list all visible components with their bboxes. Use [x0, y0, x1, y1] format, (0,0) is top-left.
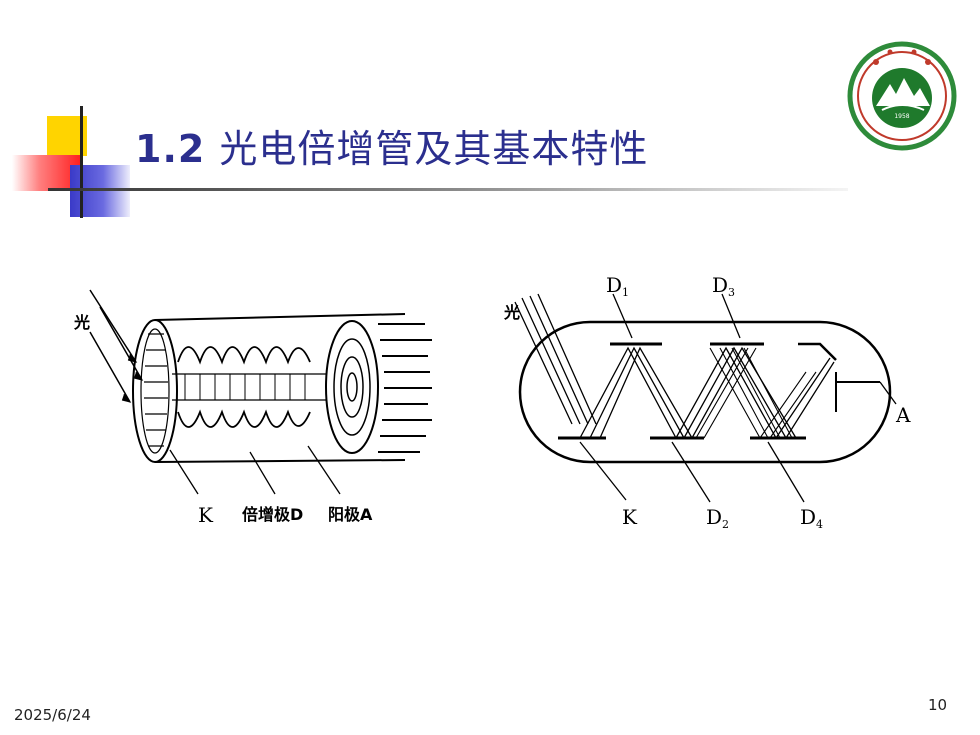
- left-label-anode: 阳极A: [328, 505, 373, 524]
- right-label-d1: D: [606, 273, 622, 297]
- left-label-k: K: [198, 503, 214, 527]
- left-pmt-diagram: [89, 289, 432, 495]
- decor-red-bar: [12, 155, 80, 191]
- right-light-label: 光: [503, 303, 520, 322]
- decor-vertical-line: [80, 106, 83, 218]
- right-label-d4: D: [800, 505, 816, 529]
- right-label-d2: D: [706, 505, 722, 529]
- left-label-dynode: 倍增极D: [242, 505, 303, 524]
- title-number: 1.2: [135, 127, 206, 171]
- right-label-a: A: [895, 403, 911, 427]
- page-number: 10: [928, 696, 948, 714]
- right-label-d3-sub: 3: [728, 286, 735, 299]
- right-label-d4-sub: 4: [816, 518, 823, 531]
- logo-year: 1958: [894, 113, 909, 120]
- page-title: 1.2 光电倍增管及其基本特性: [135, 118, 648, 173]
- decor-blue-square: [70, 165, 130, 217]
- title-underline: [48, 188, 848, 191]
- left-light-label: 光: [73, 313, 90, 332]
- right-label-k: K: [622, 505, 638, 529]
- pmt-diagrams: 光 K 倍增极D 阳极A: [73, 273, 911, 531]
- slide-date: 2025/6/24: [14, 706, 91, 724]
- right-pmt-diagram: [514, 293, 897, 503]
- right-label-d2-sub: 2: [722, 518, 729, 531]
- right-label-d1-sub: 1: [622, 286, 629, 299]
- right-label-d3: D: [712, 273, 728, 297]
- title-text: 光电倍增管及其基本特性: [219, 127, 649, 171]
- university-seal-icon: 1958: [847, 41, 957, 151]
